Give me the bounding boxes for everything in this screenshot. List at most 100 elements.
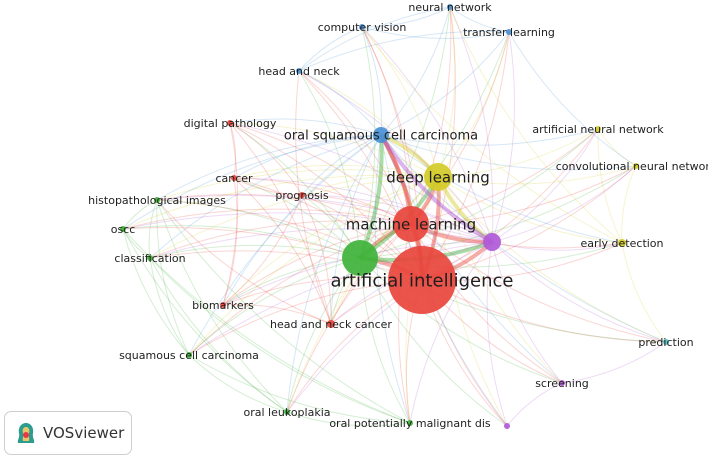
link-oscc_full-pred	[380, 134, 667, 343]
link-green_hub-cnn	[359, 165, 637, 259]
node-label-ann[interactable]: artificial neural network	[532, 123, 664, 136]
node-label-cnn[interactable]: convolutional neural network	[556, 160, 708, 173]
node-oscc_full[interactable]	[373, 127, 389, 143]
label-layer: artificial intelligence machine learning h…	[88, 1, 708, 430]
node-label-bio[interactable]: biomarkers	[192, 299, 254, 312]
link-class-scc	[149, 257, 190, 356]
link-ml-tl	[410, 31, 510, 225]
link-ml-class	[149, 220, 412, 259]
link-dl-pred	[437, 176, 667, 343]
node-dl[interactable]	[424, 163, 452, 191]
node-ed[interactable]	[618, 239, 626, 247]
link-dl-dp	[229, 122, 439, 178]
node-label-hnc[interactable]: head and neck cancer	[270, 318, 392, 331]
node-label-ml[interactable]: machine learning	[346, 215, 476, 233]
link-histo-scc	[156, 199, 190, 356]
link-green_hub-pp	[359, 257, 508, 427]
link-green_hub-tl	[359, 31, 510, 259]
link-ai-oscc	[122, 227, 423, 281]
node-ol[interactable]	[284, 409, 290, 415]
link-bio-prog	[222, 194, 303, 306]
node-layer	[120, 4, 669, 429]
node-label-ai[interactable]: artificial intelligence	[331, 270, 514, 291]
node-ml[interactable]	[393, 206, 429, 242]
node-scr[interactable]	[559, 380, 565, 386]
node-bio[interactable]	[220, 302, 226, 308]
node-dp[interactable]	[227, 120, 233, 126]
node-label-opmd[interactable]: oral potentially malignant dis	[329, 417, 491, 430]
link-ml-hn	[298, 70, 412, 225]
node-label-hn[interactable]: head and neck	[258, 65, 340, 78]
link-oscc_full-prog	[301, 134, 382, 196]
link-tl-hn	[298, 30, 510, 72]
node-label-dl[interactable]: deep learning	[386, 168, 489, 186]
node-histo[interactable]	[154, 197, 160, 203]
link-scc-ol	[188, 354, 288, 413]
node-label-tl[interactable]: transfer learning	[463, 26, 555, 39]
node-label-class[interactable]: classification	[114, 252, 185, 265]
node-pred[interactable]	[663, 339, 669, 345]
link-bio-dp	[222, 122, 239, 306]
link-purple_hub-prog	[301, 194, 493, 243]
link-scr-pp	[506, 382, 563, 427]
node-hnc[interactable]	[327, 320, 335, 328]
link-dl-nn	[437, 6, 456, 178]
node-label-pred[interactable]: prediction	[638, 336, 693, 349]
link-green_hub-histo	[156, 199, 361, 259]
node-label-ol[interactable]: oral leukoplakia	[244, 406, 331, 419]
link-dl-hn	[298, 70, 439, 178]
link-ann-cnn	[597, 128, 637, 167]
node-green_hub[interactable]	[342, 240, 378, 276]
node-oscc[interactable]	[120, 226, 126, 232]
node-label-cancer[interactable]: cancer	[215, 172, 253, 185]
link-green_hub-class	[149, 244, 361, 259]
link-oscc-class	[122, 228, 151, 259]
node-purple_hub[interactable]	[483, 233, 501, 251]
link-ml-cnn	[410, 165, 637, 225]
node-ann[interactable]	[595, 126, 601, 132]
link-ml-nn	[410, 6, 452, 225]
node-label-oscc[interactable]: oscc	[111, 223, 136, 236]
node-cnn[interactable]	[633, 163, 639, 169]
link-oscc_full-oscc	[122, 134, 382, 230]
node-label-histo[interactable]: histopathological images	[88, 194, 226, 207]
node-label-ed[interactable]: early detection	[580, 237, 663, 250]
node-label-dp[interactable]: digital pathology	[184, 117, 277, 130]
node-scc[interactable]	[186, 352, 192, 358]
node-class[interactable]	[147, 255, 153, 261]
link-purple_hub-pred	[491, 241, 667, 343]
link-dl-cnn	[437, 165, 637, 185]
node-cancer[interactable]	[231, 175, 237, 181]
link-purple_hub-cancer	[233, 177, 493, 243]
link-oscc_full-histo	[156, 134, 382, 201]
node-label-prog[interactable]: prognosis	[275, 189, 328, 202]
link-purple_hub-tl	[491, 31, 516, 243]
link-ann-ed	[597, 128, 623, 244]
link-green_hub-scr	[359, 257, 563, 384]
node-nn[interactable]	[447, 4, 453, 10]
node-hn[interactable]	[296, 68, 302, 74]
link-dl-tl	[437, 31, 510, 178]
link-cancer-dp	[229, 122, 237, 179]
link-green_hub-ol	[286, 257, 361, 413]
node-pp[interactable]	[504, 423, 510, 429]
link-nn-ed	[449, 6, 623, 244]
node-label-oscc_full[interactable]: oral squamous cell carcinoma	[284, 129, 478, 144]
node-label-scr[interactable]: screening	[535, 377, 589, 390]
node-opmd[interactable]	[407, 420, 413, 426]
link-prog-dp	[229, 122, 303, 196]
node-label-nn[interactable]: neural network	[408, 1, 492, 14]
link-ai-tl	[421, 31, 510, 281]
link-purple_hub-scc	[188, 241, 493, 356]
node-cv[interactable]	[359, 24, 365, 30]
node-ai[interactable]	[388, 246, 456, 314]
node-label-scc[interactable]: squamous cell carcinoma	[119, 349, 259, 362]
node-label-cv[interactable]: computer vision	[318, 21, 407, 34]
link-purple_hub-class	[149, 228, 493, 259]
link-ai-nn	[421, 6, 456, 281]
node-tl[interactable]	[506, 29, 512, 35]
node-prog[interactable]	[299, 192, 305, 198]
link-oscc_full-class	[149, 134, 382, 259]
